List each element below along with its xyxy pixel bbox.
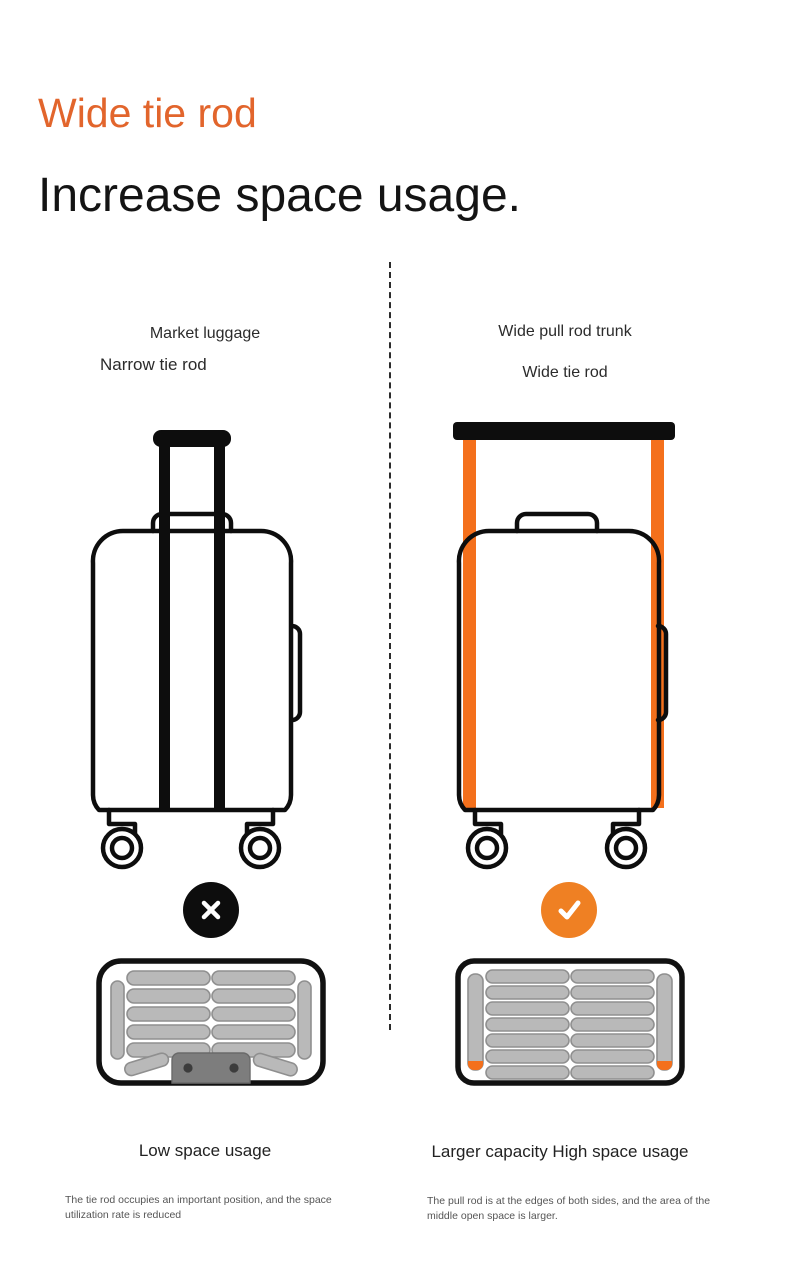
check-icon [558, 900, 581, 920]
cross-icon [201, 900, 221, 920]
rod-end-caps [468, 1061, 672, 1070]
angled-item-left [124, 1052, 170, 1077]
side-grab-handle [289, 623, 303, 723]
side-strip-right [656, 973, 673, 1071]
handle-housing-box [171, 1052, 251, 1084]
narrow-tie-rod [153, 430, 231, 810]
rod-rail-left [463, 436, 476, 808]
right-description: The pull rod is at the edges of both sid… [427, 1195, 711, 1223]
rod-grip-bar [153, 430, 231, 447]
top-carry-handle [514, 511, 600, 534]
housing-dot-right [229, 1063, 239, 1073]
right-column-title: Wide pull rod trunk [498, 323, 632, 340]
page-kicker-title: Wide tie rod [38, 90, 257, 136]
wide-tie-rod [453, 422, 675, 808]
left-description: The tie rod occupies an important positi… [65, 1194, 332, 1222]
column-divider [389, 262, 391, 1030]
spinner-wheels [465, 826, 648, 870]
angled-item-right [252, 1052, 298, 1077]
rod-bar-left [159, 442, 170, 810]
case-body-outline [90, 528, 294, 813]
spinner-wheels [100, 826, 282, 870]
wheel-bracket-left [472, 807, 504, 837]
wheel-bracket-left [106, 807, 138, 837]
cross-badge [183, 882, 239, 938]
check-badge [541, 882, 597, 938]
side-grab-handle [655, 623, 669, 723]
right-interior-view [455, 958, 685, 1086]
rod-bar-right [214, 442, 225, 810]
side-strip-left [110, 980, 125, 1060]
rod-cap-left [468, 1061, 483, 1070]
top-carry-handle [150, 511, 234, 534]
right-suitcase-illustration [445, 418, 695, 870]
rod-cap-right [657, 1061, 672, 1070]
left-result-label: Low space usage [138, 1141, 272, 1160]
wheel-bracket-right [610, 807, 642, 837]
housing-dot-left [183, 1063, 193, 1073]
packed-rolls [467, 969, 673, 1080]
left-suitcase-illustration [85, 418, 335, 870]
page-title: Increase space usage. [38, 169, 521, 222]
side-strip-right [297, 980, 312, 1060]
right-column-subtitle: Wide tie rod [522, 364, 608, 381]
rod-top-bar [453, 422, 675, 440]
side-strip-left [467, 973, 484, 1071]
left-interior-view [96, 958, 326, 1086]
left-column-subtitle: Narrow tie rod [100, 355, 207, 374]
case-body-outline [456, 528, 662, 813]
right-result-label: Larger capacity High space usage [431, 1142, 689, 1161]
wheel-bracket-right [244, 807, 276, 837]
left-column-title: Market luggage [149, 325, 261, 342]
